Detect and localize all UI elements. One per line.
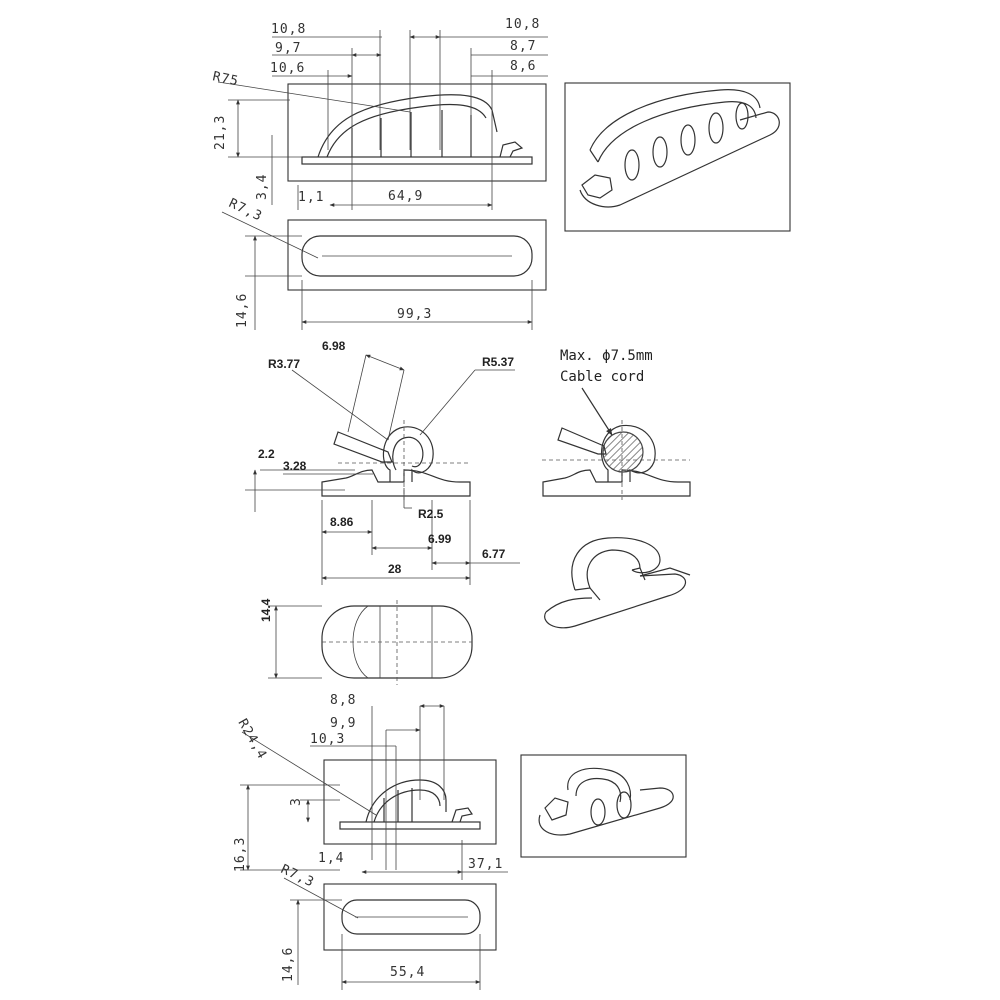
section-ring-inner <box>392 436 424 471</box>
iso-view-frame <box>564 82 791 232</box>
small-plan-frame <box>323 883 497 951</box>
single-clip-section: R3.77 6.98 R5.37 2.2 3.28 8.86 R2.5 6.99… <box>245 339 520 585</box>
iso-arc-inner <box>597 101 757 163</box>
dim-top-radius: R75 <box>211 69 240 89</box>
cable-note-line1: Max. ϕ7.5mm <box>560 348 653 364</box>
dim-small-radius: R24,4 <box>235 717 270 763</box>
dim-small-gap: 1,4 <box>318 851 344 866</box>
single-iso-ring <box>571 537 661 591</box>
side-view-frame <box>287 83 547 182</box>
base-plate <box>301 156 533 165</box>
single-clip-cable-view: Max. ϕ7.5mm Cable cord <box>542 348 691 500</box>
iso-arc-top <box>589 89 761 151</box>
dim-top-d1: 10,8 <box>271 22 306 37</box>
dim-small-length: 55,4 <box>390 965 425 980</box>
dim-top-d4: 10,8 <box>505 17 540 32</box>
dim-small-end-radius: R7,3 <box>278 862 316 891</box>
top-clip-side-view: 10,8 10,8 9,7 8,7 10,6 8,6 R75 21,3 3,4 … <box>211 17 548 210</box>
dim-section-d-a: 2.2 <box>258 447 275 461</box>
dim-small-d2: 9,9 <box>330 716 356 731</box>
dim-section-slot: 6.98 <box>322 339 346 353</box>
small-clip-plan-view: R7,3 14,6 55,4 <box>278 862 497 990</box>
dim-top-span: 64,9 <box>388 189 423 204</box>
plan-outline <box>301 235 533 277</box>
cable-note-line2: Cable cord <box>560 369 644 385</box>
small-plan-outline <box>341 899 481 935</box>
iso-hook <box>581 174 613 199</box>
dim-section-d-d: 6.99 <box>428 532 452 546</box>
small-side-frame <box>323 759 497 845</box>
plan-view-frame <box>287 219 547 291</box>
dim-plan-width: 14,6 <box>235 293 250 328</box>
dim-small-span: 37,1 <box>468 857 503 872</box>
dim-small-base-h: 3 <box>289 797 304 806</box>
section-ring <box>382 426 434 482</box>
dim-top-d2: 9,7 <box>275 41 301 56</box>
dim-top-d5: 8,7 <box>510 39 536 54</box>
single-iso-base <box>544 573 686 629</box>
clip-arc <box>317 94 498 158</box>
small-iso-base <box>538 787 674 836</box>
small-arc <box>365 779 447 823</box>
dim-top-d3: 10,6 <box>270 61 305 76</box>
dim-section-d-b: 3.28 <box>283 459 307 473</box>
small-clip-side-view: 8,8 9,9 10,3 R24,4 3 16,3 1,4 37,1 <box>233 693 508 880</box>
dim-section-d-c: 8.86 <box>330 515 354 529</box>
iso-rings <box>624 102 749 181</box>
dim-top-height: 21,3 <box>213 115 228 150</box>
section-arm <box>333 431 393 463</box>
dim-top-base-h: 3,4 <box>255 174 270 200</box>
small-clip-iso-view <box>520 754 687 858</box>
cable-section-base <box>542 469 691 497</box>
dim-section-length: 28 <box>388 562 402 576</box>
iso-base <box>579 111 780 208</box>
top-dimension-lines <box>217 30 548 210</box>
small-base-plate <box>339 821 481 830</box>
dim-small-height: 16,3 <box>233 837 248 872</box>
dim-top-gap: 1,1 <box>298 190 324 205</box>
dim-small-d1: 8,8 <box>330 693 356 708</box>
small-hook <box>451 807 473 823</box>
dim-section-r-a: R3.77 <box>268 357 300 371</box>
dim-small-width: 14,6 <box>281 947 296 982</box>
cable-cross-section <box>602 431 644 473</box>
small-iso-hook <box>544 797 569 821</box>
dim-single-width: 14.4 <box>259 598 273 622</box>
dim-plan-length: 99,3 <box>397 307 432 322</box>
dim-section-r-c: R2.5 <box>418 507 444 521</box>
dim-section-r-b: R5.37 <box>482 355 514 369</box>
clip-arc-inner <box>326 103 487 158</box>
dim-section-d-e: 6.77 <box>482 547 506 561</box>
top-clip-iso-view <box>564 82 791 232</box>
clip-posts <box>351 110 472 157</box>
small-iso-frame <box>520 754 687 858</box>
single-clip-plan: 14.4 <box>259 598 473 685</box>
small-iso-arc <box>567 767 632 801</box>
hook-end <box>499 141 524 158</box>
top-clip-plan-view: R7,3 14,6 99,3 <box>221 196 547 330</box>
single-clip-iso <box>544 537 691 629</box>
dim-top-d6: 8,6 <box>510 59 536 74</box>
dim-small-d3: 10,3 <box>310 732 345 747</box>
